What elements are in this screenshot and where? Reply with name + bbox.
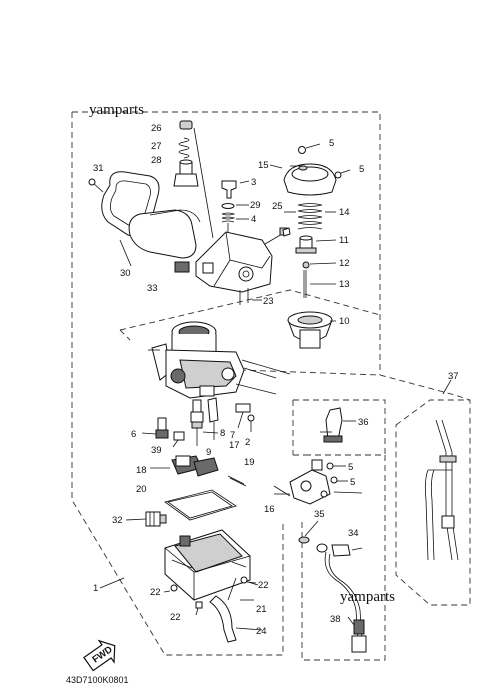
callout-23: 23 (263, 296, 274, 307)
callout-9: 9 (206, 447, 211, 458)
callout-10: 10 (339, 316, 350, 327)
watermark-top: yamparts (89, 102, 144, 118)
callout-33: 33 (147, 283, 158, 294)
callout-21: 21 (256, 604, 267, 615)
drawing-code: 43D7100K0801 (66, 675, 129, 685)
callout-35: 35 (314, 509, 325, 520)
callout-13: 13 (339, 279, 350, 290)
callout-6: 6 (131, 429, 136, 440)
leader-1 (99, 577, 125, 589)
callout-36: 36 (358, 417, 369, 428)
hose-sensor-parts (298, 520, 367, 653)
callout-27: 27 (151, 141, 162, 152)
part-37-tube (424, 379, 459, 561)
callout-29: 29 (250, 200, 261, 211)
callout-28: 28 (151, 155, 162, 166)
callout-22-bottom: 22 (170, 612, 181, 623)
callout-5-mid: 5 (348, 462, 353, 473)
callout-22-left: 22 (150, 587, 161, 598)
pilot-screw-parts (221, 180, 250, 240)
callout-2: 2 (245, 437, 250, 448)
callout-11: 11 (339, 235, 349, 246)
callout-5-top: 5 (329, 138, 334, 149)
callout-12: 12 (339, 258, 350, 269)
callout-19: 19 (244, 457, 255, 468)
callout-39: 39 (151, 445, 162, 456)
part-33-icon (174, 261, 190, 273)
callout-32: 32 (112, 515, 123, 526)
carburetor-body (148, 321, 291, 399)
diaphragm-piston-stack (269, 143, 351, 349)
callout-8: 8 (220, 428, 225, 439)
callout-14: 14 (339, 207, 350, 218)
choke-plunger-parts (173, 120, 214, 239)
callout-5-lower: 5 (350, 477, 355, 488)
fwd-arrow-icon: FWD (83, 639, 116, 672)
callout-38: 38 (330, 614, 341, 625)
throttle-body-top (195, 227, 288, 305)
callout-3: 3 (251, 177, 256, 188)
callout-18: 18 (136, 465, 147, 476)
callout-22-right: 22 (258, 580, 269, 591)
callout-34: 34 (348, 528, 359, 539)
float-bowl (163, 529, 257, 643)
callout-7: 7 (230, 430, 235, 441)
leader-lines (235, 165, 332, 631)
float-chamber-parts (150, 455, 247, 521)
callout-5-right: 5 (359, 164, 364, 175)
callout-16: 16 (264, 504, 275, 515)
callout-31: 31 (93, 163, 104, 174)
throttle-stop-parts (273, 407, 363, 505)
jet-parts (141, 397, 255, 448)
callout-25: 25 (272, 201, 283, 212)
callout-17: 17 (229, 440, 240, 451)
callout-26: 26 (151, 123, 162, 134)
callout-15: 15 (258, 160, 269, 171)
callout-labels: 26 27 28 31 30 33 3 29 4 25 23 5 15 5 14… (93, 123, 459, 637)
callout-37: 37 (448, 371, 459, 382)
callout-20: 20 (136, 484, 147, 495)
diagram-boundary-lines (71, 111, 471, 661)
callout-30: 30 (120, 268, 131, 279)
callout-4: 4 (251, 214, 256, 225)
callout-1: 1 (93, 583, 98, 594)
cover-gasket-parts (88, 171, 201, 267)
part-32-screw (125, 511, 167, 527)
callout-24: 24 (256, 626, 267, 637)
